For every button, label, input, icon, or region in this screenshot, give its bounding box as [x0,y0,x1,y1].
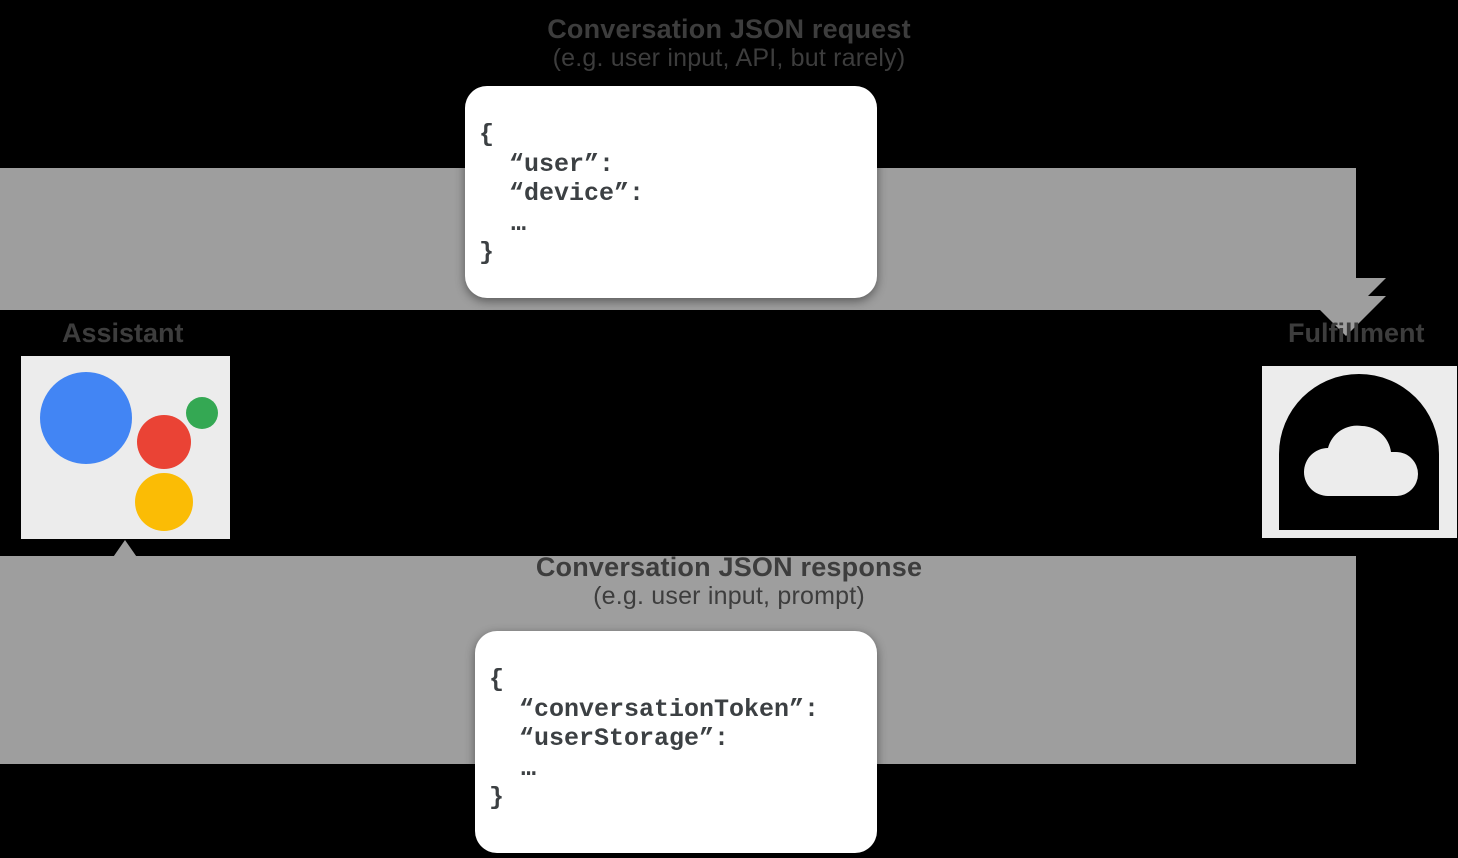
request-caption-subtitle: (e.g. user input, API, but rarely) [552,44,906,73]
response-caption-title: Conversation JSON response [535,552,923,582]
assistant-blue-dot [40,372,132,464]
assistant-green-dot [186,397,218,429]
request-caption-title: Conversation JSON request [547,14,911,44]
assistant-yellow-dot [135,473,193,531]
json-line-open: { [479,120,495,149]
cloud-glyph [1304,425,1418,496]
fulfillment-label: Fulfillment [1288,318,1425,348]
json-line-conversation-token: “conversationToken”: [489,694,820,724]
google-assistant-icon [40,372,218,531]
cloud-functions-icon [1279,374,1439,530]
json-line-close: } [489,783,505,812]
response-json-card: { “conversationToken”: “userStorage”: … … [475,631,877,853]
assistant-icon-tile[interactable] [21,356,230,539]
response-caption: Conversation JSON response (e.g. user in… [0,552,1458,610]
fulfillment-icon-tile[interactable] [1262,366,1457,538]
json-line-close: } [479,238,495,267]
response-caption-subtitle: (e.g. user input, prompt) [593,582,865,611]
request-json-card: { “user”: “device”: … } [465,86,877,298]
json-line-user-storage: “userStorage”: [489,724,730,753]
json-line-device: “device”: [479,179,645,208]
request-caption: Conversation JSON request (e.g. user inp… [0,14,1458,72]
json-line-open: { [489,665,505,694]
json-line-ellipsis: … [479,208,528,238]
assistant-red-dot [137,415,191,469]
json-line-user: “user”: [479,149,615,179]
json-line-ellipsis: … [489,753,538,783]
assistant-label: Assistant [62,318,184,348]
